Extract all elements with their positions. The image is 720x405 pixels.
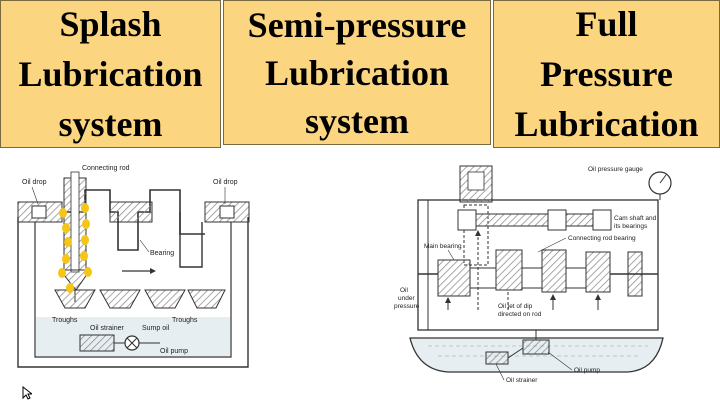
- oil-sump: [409, 337, 664, 373]
- header-full-pressure-lubrication: Full Pressure Lubrication: [493, 0, 720, 148]
- label-oil-under-pressure-3: pressure: [394, 303, 420, 310]
- label-oil-pump: Oil pump: [574, 367, 600, 374]
- label-oil-drop-left: Oil drop: [22, 179, 47, 186]
- header-semi-line-3: system: [305, 100, 409, 141]
- label-oil-strainer: Oil strainer: [506, 377, 538, 384]
- label-cam-shaft-2: its bearings: [614, 223, 648, 230]
- splash-lubrication-diagram: Connecting rod Oil drop Oil drop Bearing…: [17, 165, 250, 368]
- header-splash-line-3: system: [58, 104, 163, 144]
- header-full-line-1: Full: [575, 4, 638, 44]
- header-splash-line-2: Lubrication: [18, 54, 203, 94]
- crankshaft-assembly: [418, 249, 658, 297]
- label-main-bearing: Main bearing: [424, 243, 462, 250]
- trough-1: [54, 289, 96, 309]
- camshaft: [457, 213, 609, 227]
- header-semi-line-1: Semi-pressure: [247, 4, 467, 45]
- crankcase-outline: [17, 217, 249, 368]
- full-pressure-lubrication-diagram: Oil pressure gauge Cam shaft and its bea…: [394, 165, 672, 384]
- crankshaft: [62, 189, 205, 251]
- label-connecting-rod: Connecting rod: [82, 165, 130, 172]
- trough-3: [144, 289, 186, 309]
- piston: [463, 204, 489, 266]
- oil-strainer: [485, 351, 509, 365]
- label-oil-jet-2: directed on rod: [498, 311, 542, 318]
- header-splash-lubrication: Splash Lubrication system: [0, 0, 221, 148]
- trough-2: [99, 289, 141, 309]
- label-oil-under-pressure-2: under: [398, 295, 415, 302]
- crankcase-inner: [34, 222, 232, 358]
- header-semi-pressure-lubrication: Semi-pressure Lubrication system: [223, 0, 491, 145]
- mouse-cursor-icon: [22, 386, 32, 400]
- header-full-line-2: Pressure: [540, 54, 673, 94]
- label-oil-pump: Oil pump: [160, 348, 188, 355]
- label-troughs-left: Troughs: [52, 317, 78, 324]
- label-cam-shaft-1: Cam shaft and: [614, 215, 657, 222]
- label-bearing: Bearing: [150, 250, 174, 257]
- label-oil-pressure-gauge: Oil pressure gauge: [588, 166, 643, 173]
- header-full-line-3: Lubrication: [514, 104, 699, 144]
- label-sump-oil: Sump oil: [142, 325, 170, 332]
- flow-arrows: [445, 230, 601, 303]
- label-oil-under-pressure-1: Oil: [400, 287, 409, 294]
- header-splash-line-1: Splash: [59, 4, 162, 44]
- oil-drops: [58, 203, 92, 293]
- trough-4: [187, 289, 226, 309]
- label-connecting-rod-bearing: Connecting rod bearing: [568, 235, 636, 242]
- oil-strainer: [79, 334, 115, 352]
- label-oil-drop-right: Oil drop: [213, 179, 238, 186]
- rod-dipper: [58, 269, 91, 291]
- oil-pump: [522, 339, 550, 355]
- label-oil-jet-1: Oil jet of dip: [498, 303, 533, 310]
- header-semi-line-2: Lubrication: [264, 52, 450, 93]
- label-oil-strainer: Oil strainer: [90, 325, 125, 332]
- label-troughs-right: Troughs: [172, 317, 198, 324]
